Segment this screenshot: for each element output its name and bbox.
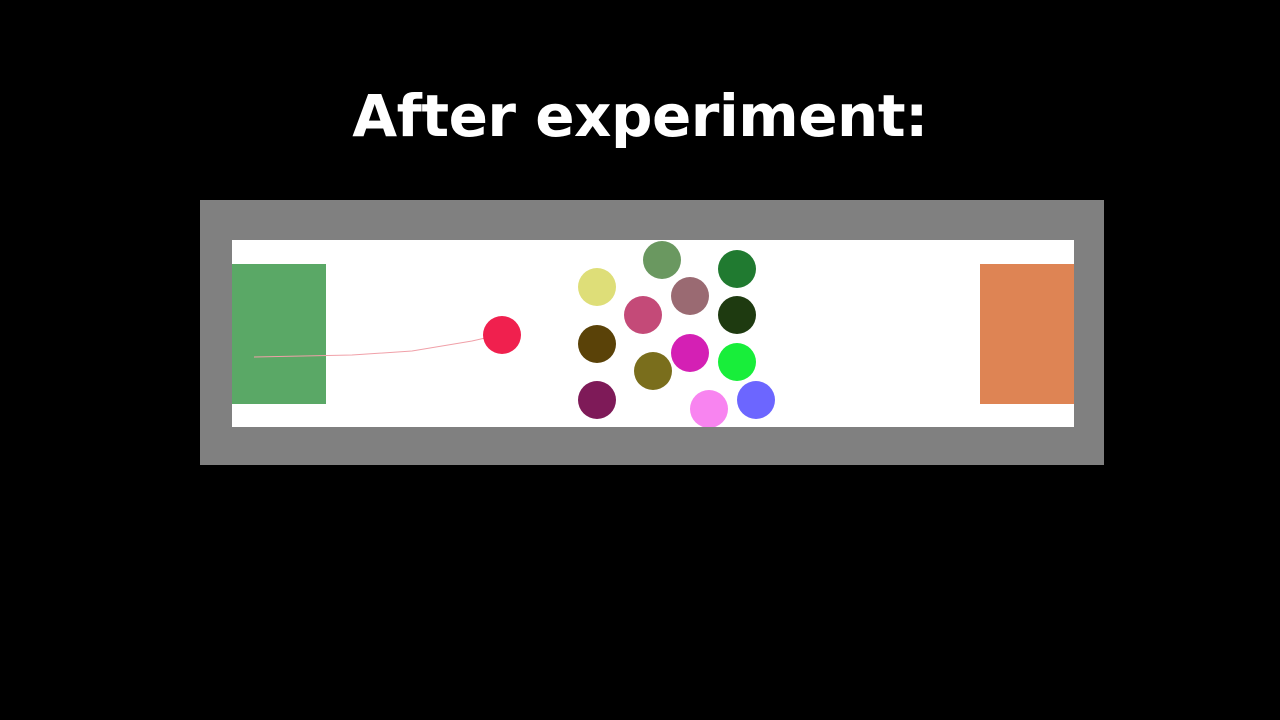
ball-pale-yellow	[578, 268, 616, 306]
ball-plum	[578, 381, 616, 419]
arena-field	[232, 240, 1074, 427]
right-goal-zone	[980, 264, 1074, 404]
ball-magenta	[671, 334, 709, 372]
slide-title: After experiment:	[352, 82, 928, 150]
ball-dark-brown	[578, 325, 616, 363]
ball-bright-green	[718, 343, 756, 381]
arena-frame	[200, 200, 1104, 465]
ball-forest-green	[718, 250, 756, 288]
player-ball	[483, 316, 521, 354]
ball-olive	[634, 352, 672, 390]
ball-mauve	[671, 277, 709, 315]
ball-blue-violet	[737, 381, 775, 419]
left-goal-zone	[232, 264, 326, 404]
ball-pink	[690, 390, 728, 427]
ball-sage-green	[643, 241, 681, 279]
player-trail	[253, 335, 495, 358]
trail-line	[253, 335, 495, 358]
ball-rose	[624, 296, 662, 334]
ball-dark-green	[718, 296, 756, 334]
